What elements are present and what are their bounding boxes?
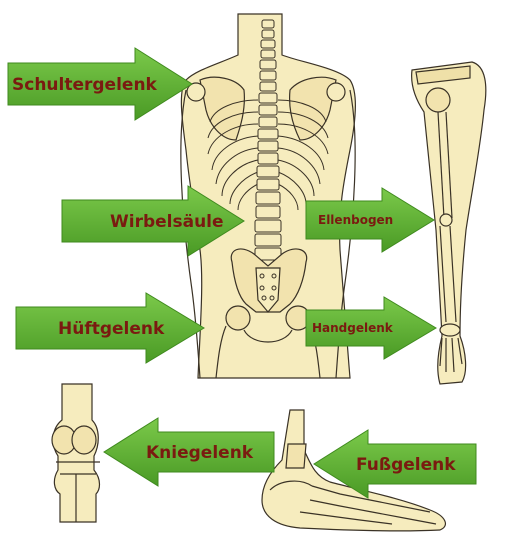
label-fussgelenk: Fußgelenk [356,455,456,475]
arrow-kniegelenk [103,417,275,487]
label-wirbelsaeule: Wirbelsäule [110,212,224,232]
arrow-handgelenk [305,296,437,360]
arm-skeleton [411,61,487,385]
label-hueftgelenk: Hüftgelenk [58,319,165,339]
torso-skeleton [180,13,356,379]
arrow-wirbelsaeule [61,185,245,257]
label-ellenbogen: Ellenbogen [318,213,393,227]
arrow-hueftgelenk [15,292,205,364]
foot-skeleton [261,409,447,532]
knee-skeleton [51,383,101,523]
label-schultergelenk: Schultergelenk [12,75,158,95]
arrow-schultergelenk [7,47,193,121]
label-handgelenk: Handgelenk [312,321,394,335]
arrow-ellenbogen [305,187,435,253]
label-kniegelenk: Kniegelenk [146,443,254,463]
arrow-fussgelenk [313,429,477,499]
